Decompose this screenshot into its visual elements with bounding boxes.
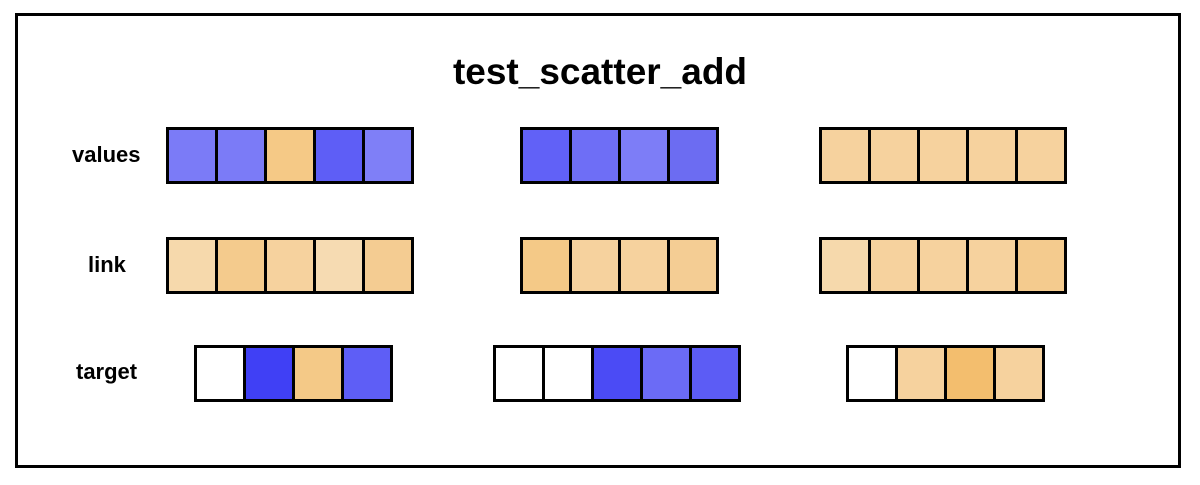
link-cell-3-5 — [1015, 237, 1067, 294]
link-cell-2-2 — [569, 237, 621, 294]
values-array-1 — [166, 127, 414, 184]
target-cell-2-4 — [640, 345, 692, 402]
values-cell-1-3 — [264, 127, 316, 184]
link-cell-1-1 — [166, 237, 218, 294]
link-cell-2-1 — [520, 237, 572, 294]
target-array-3 — [846, 345, 1045, 402]
target-cell-1-1 — [194, 345, 246, 402]
values-array-2 — [520, 127, 719, 184]
link-cell-3-2 — [868, 237, 920, 294]
target-array-1 — [194, 345, 393, 402]
values-cell-1-1 — [166, 127, 218, 184]
target-cell-1-2 — [243, 345, 295, 402]
values-cell-3-2 — [868, 127, 920, 184]
values-cell-1-4 — [313, 127, 365, 184]
link-cell-1-3 — [264, 237, 316, 294]
link-array-2 — [520, 237, 719, 294]
values-array-3 — [819, 127, 1067, 184]
target-cell-2-5 — [689, 345, 741, 402]
link-cell-2-3 — [618, 237, 670, 294]
link-cell-3-1 — [819, 237, 871, 294]
diagram-title: test_scatter_add — [452, 51, 748, 92]
link-cell-1-4 — [313, 237, 365, 294]
target-cell-3-2 — [895, 345, 947, 402]
target-cell-1-3 — [292, 345, 344, 402]
target-cell-3-3 — [944, 345, 996, 402]
link-cell-3-3 — [917, 237, 969, 294]
target-cell-2-3 — [591, 345, 643, 402]
target-cell-3-4 — [993, 345, 1045, 402]
row-label-link: link — [88, 252, 126, 277]
values-cell-3-3 — [917, 127, 969, 184]
link-array-1 — [166, 237, 414, 294]
values-cell-2-3 — [618, 127, 670, 184]
values-cell-3-5 — [1015, 127, 1067, 184]
target-cell-2-1 — [493, 345, 545, 402]
link-array-3 — [819, 237, 1067, 294]
values-cell-1-2 — [215, 127, 267, 184]
values-cell-1-5 — [362, 127, 414, 184]
link-cell-2-4 — [667, 237, 719, 294]
row-label-values: values — [72, 142, 141, 167]
link-cell-3-4 — [966, 237, 1018, 294]
target-cell-1-4 — [341, 345, 393, 402]
values-cell-3-4 — [966, 127, 1018, 184]
target-cell-3-1 — [846, 345, 898, 402]
row-label-target: target — [76, 359, 138, 384]
link-cell-1-2 — [215, 237, 267, 294]
values-cell-3-1 — [819, 127, 871, 184]
target-array-2 — [493, 345, 741, 402]
values-cell-2-2 — [569, 127, 621, 184]
link-cell-1-5 — [362, 237, 414, 294]
target-cell-2-2 — [542, 345, 594, 402]
values-cell-2-4 — [667, 127, 719, 184]
values-cell-2-1 — [520, 127, 572, 184]
